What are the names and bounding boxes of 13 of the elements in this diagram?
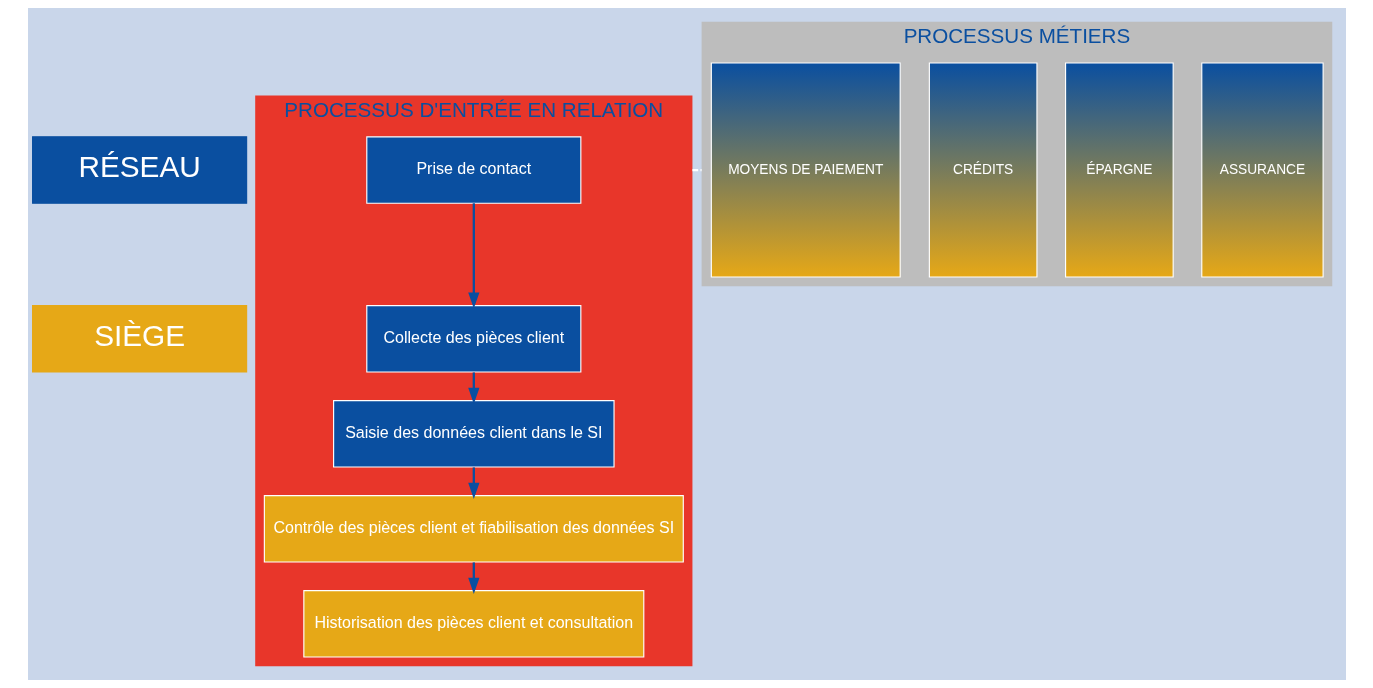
node-box: Contrôle des pièces client et fiabilisation des données SI <box>263 495 684 563</box>
node-box: CRÉDITS <box>928 62 1038 278</box>
node-box: ÉPARGNE <box>1064 62 1174 278</box>
connector <box>691 168 702 172</box>
node-box: RÉSEAU <box>31 136 247 204</box>
node-box: Historisation des pièces client et consultation <box>302 590 644 658</box>
arrow <box>467 203 479 309</box>
node-box: ASSURANCE <box>1200 62 1324 278</box>
node-box: Prise de contact <box>365 136 581 204</box>
node-box: Collecte des pièces client <box>365 305 581 373</box>
node-box: SIÈGE <box>31 305 247 373</box>
node-box: MOYENS DE PAIEMENT <box>710 62 901 278</box>
node-box: Saisie des données client dans le SI <box>332 400 615 468</box>
